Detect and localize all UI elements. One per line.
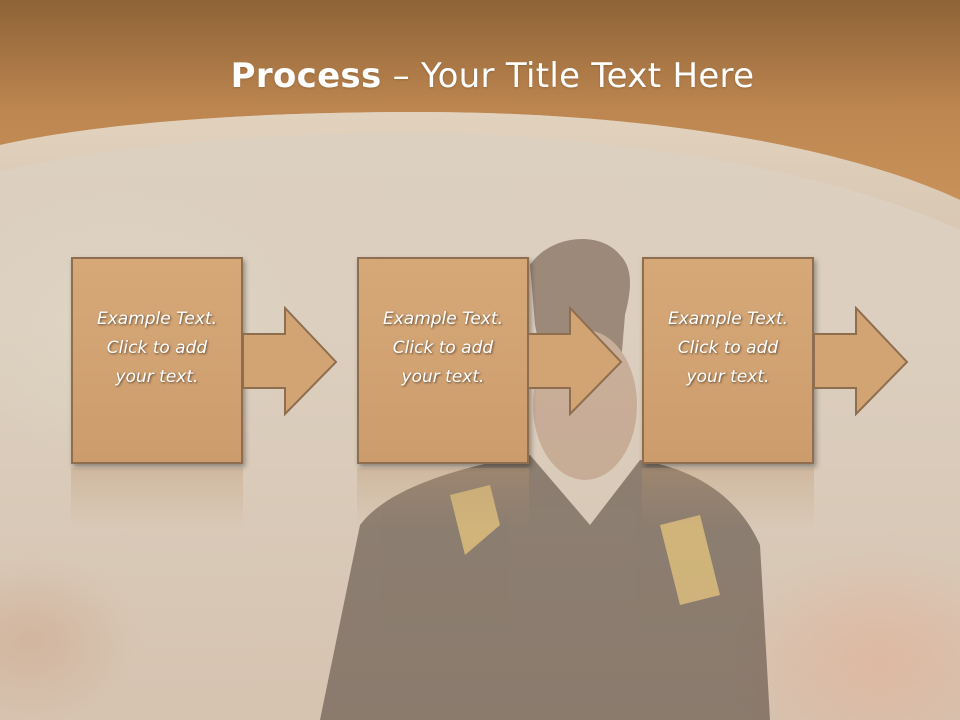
process-step-text: Example Text. Click to add your text. [667,309,789,387]
box-reflection [71,468,243,528]
title-rest: – Your Title Text Here [381,56,755,96]
arrow-right-icon [814,306,909,417]
process-step-text: Example Text. Click to add your text. [96,309,218,387]
box-reflection [642,468,814,528]
background-photo [320,238,770,720]
process-step-box-3[interactable]: Example Text. Click to add your text. [642,257,814,464]
slide-title[interactable]: Process – Your Title Text Here [0,56,960,96]
process-step-box-2[interactable]: Example Text. Click to add your text. [357,257,529,464]
arrow-right-icon [243,306,338,417]
process-step-box-1[interactable]: Example Text. Click to add your text. [71,257,243,464]
process-step-text: Example Text. Click to add your text. [382,309,504,387]
box-reflection [357,468,529,528]
arrow-right-icon [528,306,623,417]
title-bold: Process [230,56,382,96]
